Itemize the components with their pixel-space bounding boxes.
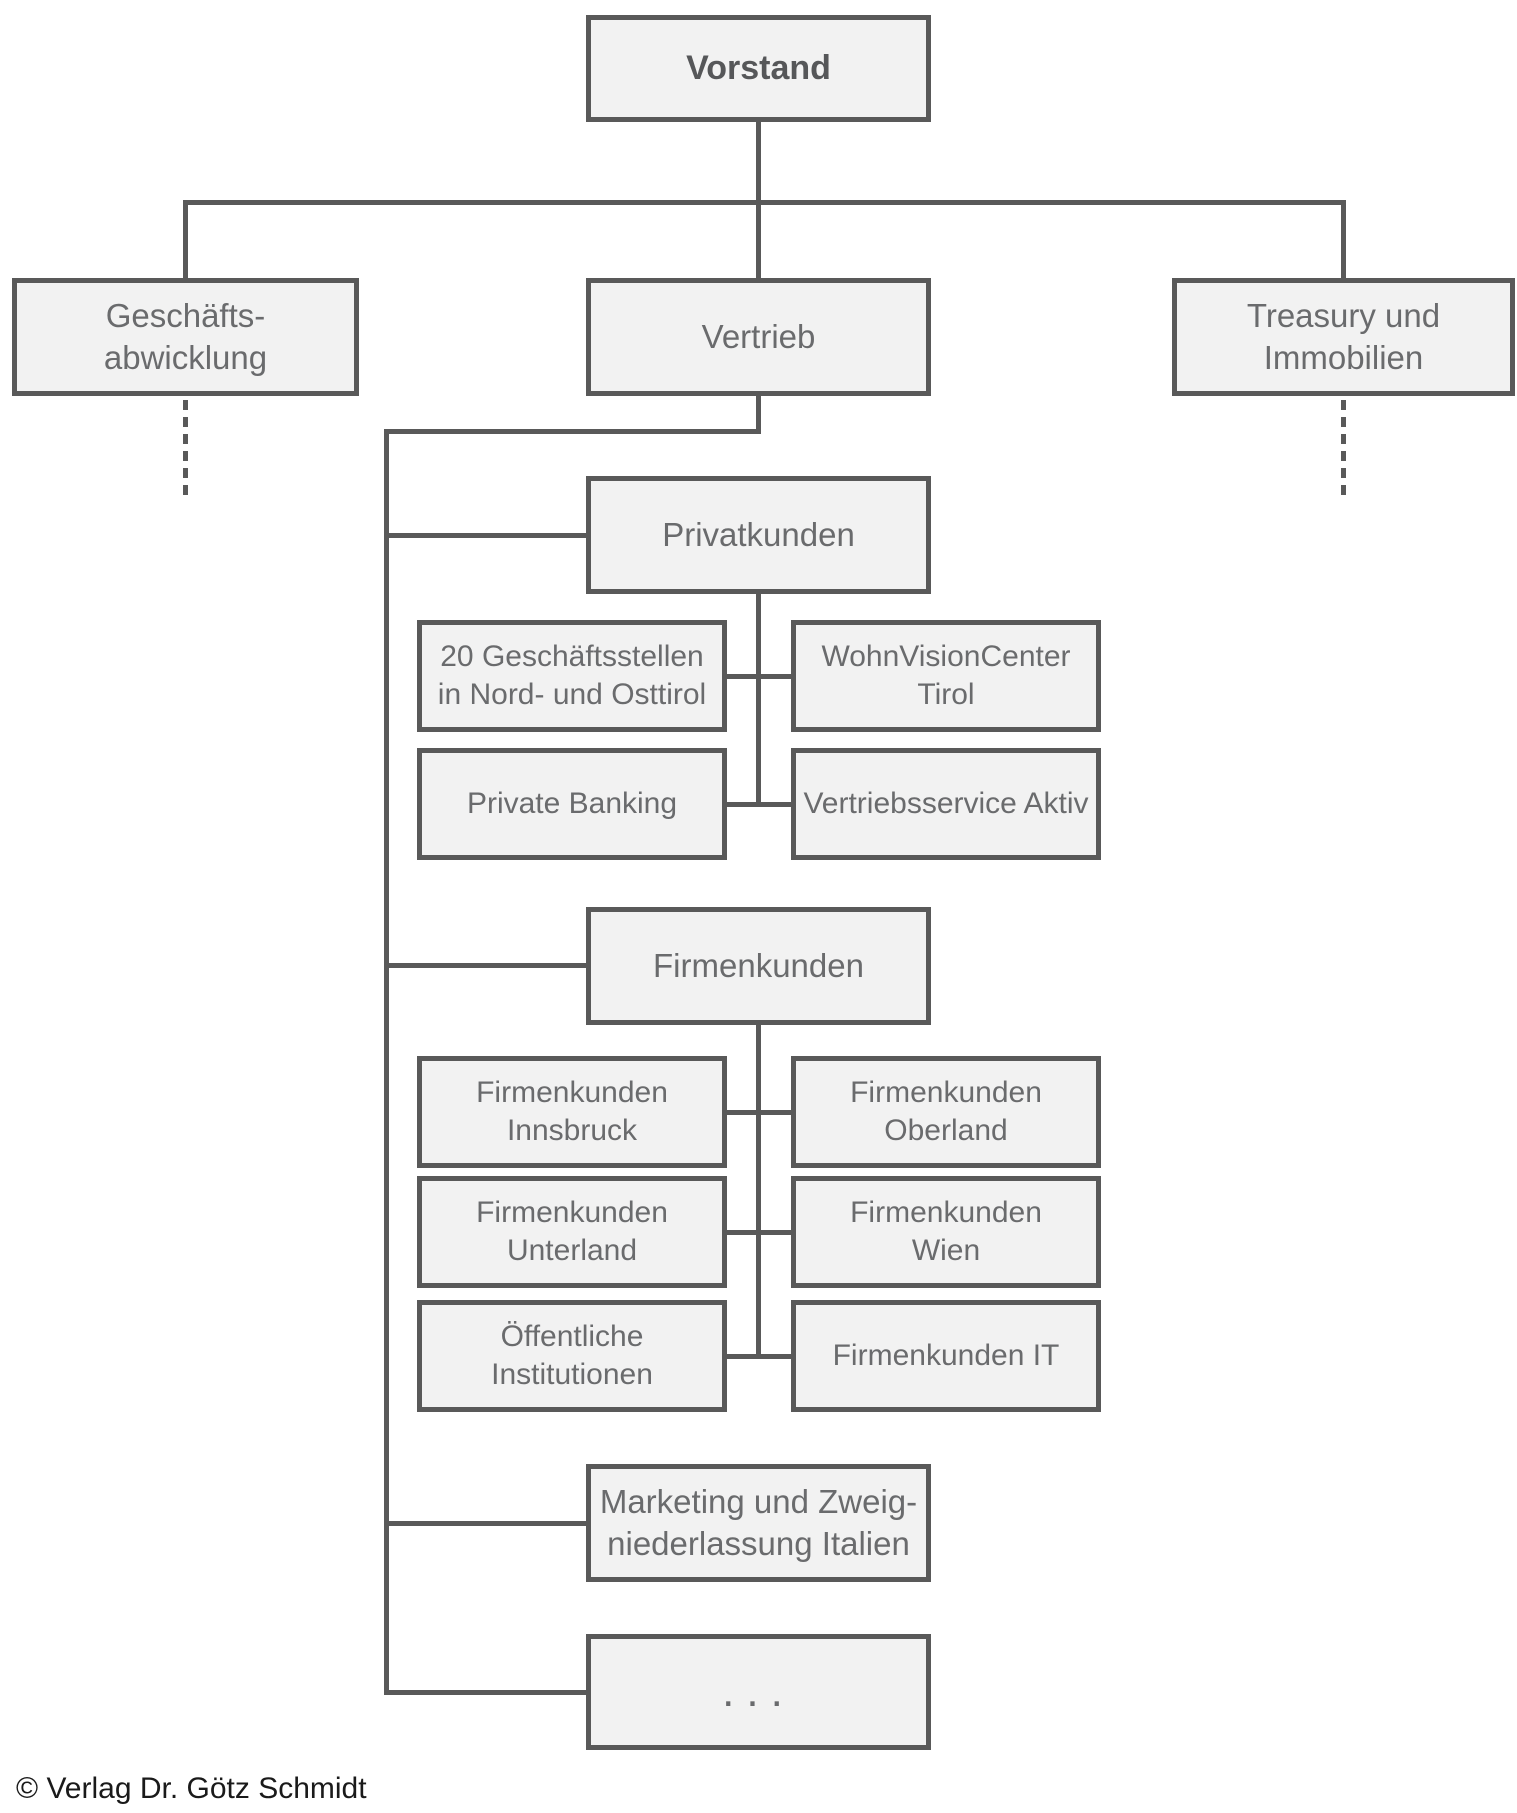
- connector-vertrieb-elbow: [384, 429, 761, 434]
- connector-privatkunden-down: [756, 594, 761, 807]
- node-vertrieb-label: Vertrieb: [701, 317, 816, 355]
- connector-vertrieb-spine: [384, 429, 389, 1695]
- connector-to-geschaeftsabwicklung: [183, 200, 188, 278]
- connector-firmenkunden-down: [756, 1025, 761, 1359]
- node-geschaeftsabwicklung: Geschäfts- abwicklung: [12, 278, 359, 396]
- stub-marketing: [384, 1521, 586, 1526]
- stub-ellipsis: [384, 1690, 586, 1695]
- connector-to-treasury: [1341, 200, 1346, 278]
- stub-firmenkunden-row2: [727, 1230, 791, 1235]
- node-fk-innsbruck: Firmenkunden Innsbruck: [417, 1056, 727, 1168]
- node-fk-wien-label: Firmenkunden Wien: [850, 1195, 1042, 1267]
- stub-privatkunden: [384, 533, 586, 538]
- node-firmenkunden: Firmenkunden: [586, 907, 931, 1025]
- node-privatkunden: Privatkunden: [586, 476, 931, 594]
- node-firmenkunden-label: Firmenkunden: [653, 946, 864, 984]
- node-geschaeftsstellen-label: 20 Geschäftsstellen in Nord- und Osttiro…: [437, 639, 707, 711]
- node-geschaeftsstellen: 20 Geschäftsstellen in Nord- und Osttiro…: [417, 620, 727, 732]
- node-privatkunden-label: Privatkunden: [662, 515, 855, 553]
- node-treasury-label: Treasury und Immobilien: [1246, 296, 1441, 376]
- stub-firmenkunden-row1: [727, 1110, 791, 1115]
- node-marketing: Marketing und Zweig- niederlassung Itali…: [586, 1464, 931, 1582]
- node-fk-unterland-label: Firmenkunden Unterland: [476, 1195, 668, 1267]
- node-treasury: Treasury und Immobilien: [1172, 278, 1515, 396]
- stub-firmenkunden-row3: [727, 1354, 791, 1359]
- node-oeffentliche-institutionen: Öffentliche Institutionen: [417, 1300, 727, 1412]
- node-fk-oberland: Firmenkunden Oberland: [791, 1056, 1101, 1168]
- node-marketing-label: Marketing und Zweig- niederlassung Itali…: [599, 1482, 918, 1562]
- node-ellipsis-label: ...: [722, 1667, 795, 1716]
- node-vertrieb: Vertrieb: [586, 278, 931, 396]
- node-private-banking: Private Banking: [417, 748, 727, 860]
- node-fk-wien: Firmenkunden Wien: [791, 1176, 1101, 1288]
- node-oeffentliche-institutionen-label: Öffentliche Institutionen: [491, 1319, 653, 1391]
- node-geschaeftsabwicklung-label: Geschäfts- abwicklung: [103, 296, 268, 376]
- connector-vorstand-down: [756, 122, 761, 202]
- node-fk-oberland-label: Firmenkunden Oberland: [850, 1075, 1042, 1147]
- node-ellipsis: ...: [586, 1634, 931, 1750]
- stub-privatkunden-row2: [727, 802, 791, 807]
- node-wohnvisioncenter: WohnVisionCenter Tirol: [791, 620, 1101, 732]
- node-vertriebsservice-label: Vertriebsservice Aktiv: [803, 786, 1089, 820]
- copyright-note: © Verlag Dr. Götz Schmidt: [16, 1772, 367, 1805]
- node-vorstand-label: Vorstand: [686, 48, 831, 87]
- node-fk-unterland: Firmenkunden Unterland: [417, 1176, 727, 1288]
- connector-level2-horizontal: [183, 200, 1346, 205]
- node-vertriebsservice: Vertriebsservice Aktiv: [791, 748, 1101, 860]
- stub-privatkunden-row1: [727, 674, 791, 679]
- connector-vertrieb-down: [756, 396, 761, 434]
- node-fk-innsbruck-label: Firmenkunden Innsbruck: [476, 1075, 668, 1147]
- dashed-connector-treasury: [1341, 400, 1346, 497]
- node-vorstand: Vorstand: [586, 15, 931, 122]
- connector-to-vertrieb: [756, 200, 761, 278]
- dashed-connector-geschaeftsabwicklung: [183, 400, 188, 497]
- stub-firmenkunden: [384, 963, 586, 968]
- node-fk-it: Firmenkunden IT: [791, 1300, 1101, 1412]
- node-fk-it-label: Firmenkunden IT: [832, 1338, 1060, 1372]
- node-wohnvisioncenter-label: WohnVisionCenter Tirol: [821, 639, 1071, 711]
- node-private-banking-label: Private Banking: [466, 786, 678, 820]
